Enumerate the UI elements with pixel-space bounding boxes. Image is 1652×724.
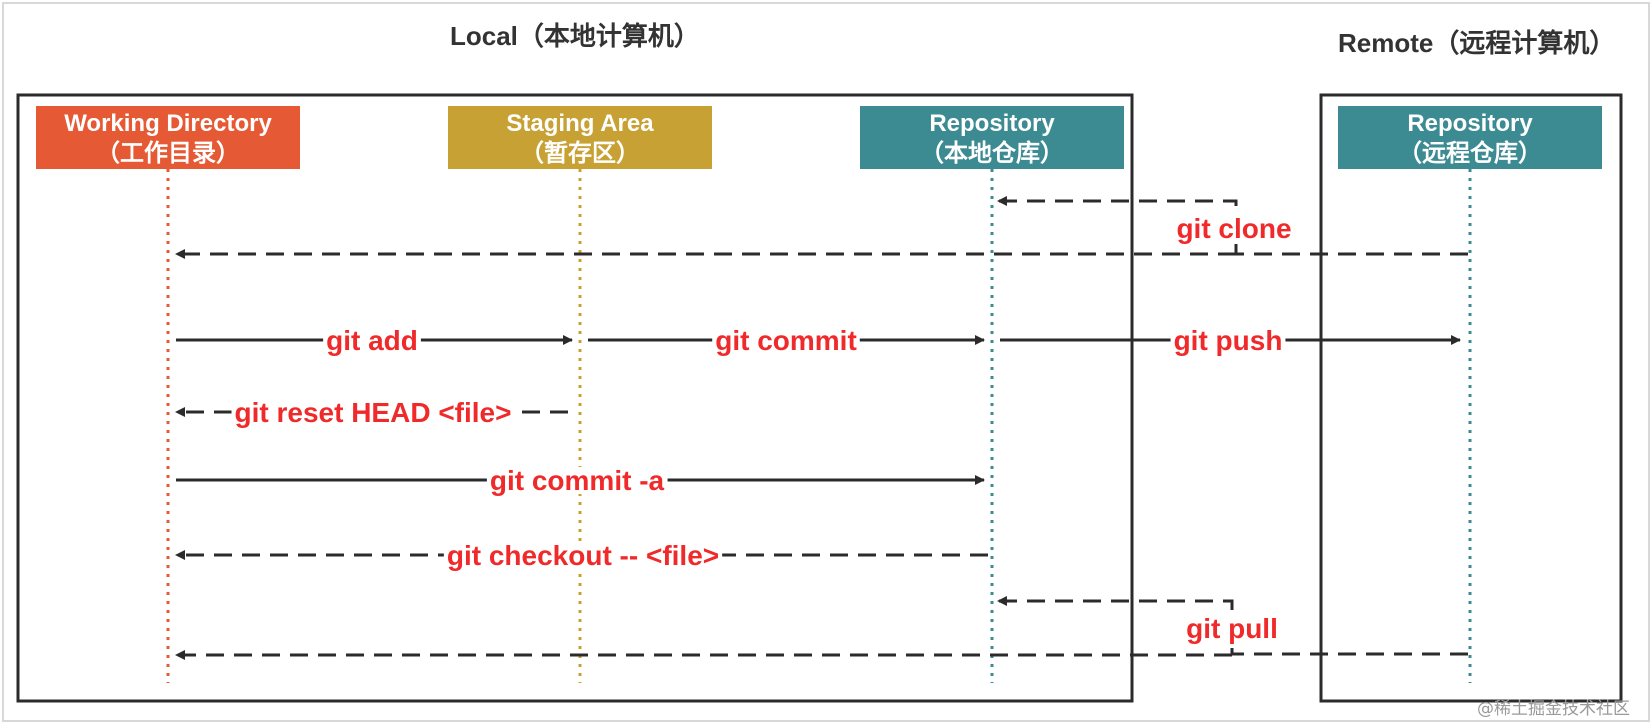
label-background xyxy=(443,542,723,569)
header-working-directory-line2: （工作目录） xyxy=(96,140,240,167)
header-local-repository-line2: （本地仓库） xyxy=(920,139,1064,167)
git-clone-label: git clone xyxy=(1176,213,1291,244)
git-clone-arrow: git clone xyxy=(175,196,1468,259)
header-remote-repository-box xyxy=(1338,106,1602,169)
header-remote-repository: Repository （远程仓库） xyxy=(1338,106,1602,169)
label-background xyxy=(486,467,668,494)
git-checkout-label: git checkout -- <file> xyxy=(447,540,719,571)
remote-frame xyxy=(1319,93,1623,703)
git-checkout-arrow: git checkout -- <file> xyxy=(175,540,988,571)
git-add-arrow: git add xyxy=(176,325,573,356)
header-local-repository-line1: Repository xyxy=(929,110,1055,137)
label-background xyxy=(712,327,860,354)
header-working-directory: Working Directory （工作目录） xyxy=(36,106,300,169)
header-staging-area-line2: （暂存区） xyxy=(520,139,640,167)
watermark-text: @稀土掘金技术社区 xyxy=(1477,699,1630,719)
label-background xyxy=(1183,615,1281,642)
git-add-label: git add xyxy=(326,325,418,356)
header-staging-area: Staging Area （暂存区） xyxy=(448,106,712,169)
git-commit-label: git commit xyxy=(715,325,857,356)
git-commit-a-arrow: git commit -a xyxy=(176,465,985,496)
header-working-directory-box xyxy=(36,106,300,169)
git-push-label: git push xyxy=(1174,325,1283,356)
git-push-arrow: git push xyxy=(1000,325,1461,356)
header-local-repository-box xyxy=(860,106,1124,169)
header-remote-repository-line2: （远程仓库） xyxy=(1398,139,1542,167)
header-working-directory-line1: Working Directory xyxy=(64,110,272,137)
header-remote-repository-line1: Repository xyxy=(1407,110,1533,137)
git-pull-label: git pull xyxy=(1186,613,1278,644)
git-commit-arrow: git commit xyxy=(588,325,985,356)
header-local-repository: Repository （本地仓库） xyxy=(860,106,1124,169)
git-reset-label: git reset HEAD <file> xyxy=(235,397,512,428)
label-background xyxy=(323,327,421,354)
label-background xyxy=(1170,327,1286,354)
remote-zone-title: Remote（远程计算机） xyxy=(1338,28,1615,58)
git-pull-arrow: git pull xyxy=(175,596,1468,660)
local-zone-title: Local（本地计算机） xyxy=(450,21,700,51)
local-frame xyxy=(16,93,1134,703)
git-reset-arrow: git reset HEAD <file> xyxy=(175,397,568,428)
git-commit-a-label: git commit -a xyxy=(490,465,665,496)
label-background xyxy=(1173,215,1295,242)
header-staging-area-line1: Staging Area xyxy=(506,110,654,137)
label-background xyxy=(231,399,515,426)
header-staging-area-box xyxy=(448,106,712,169)
